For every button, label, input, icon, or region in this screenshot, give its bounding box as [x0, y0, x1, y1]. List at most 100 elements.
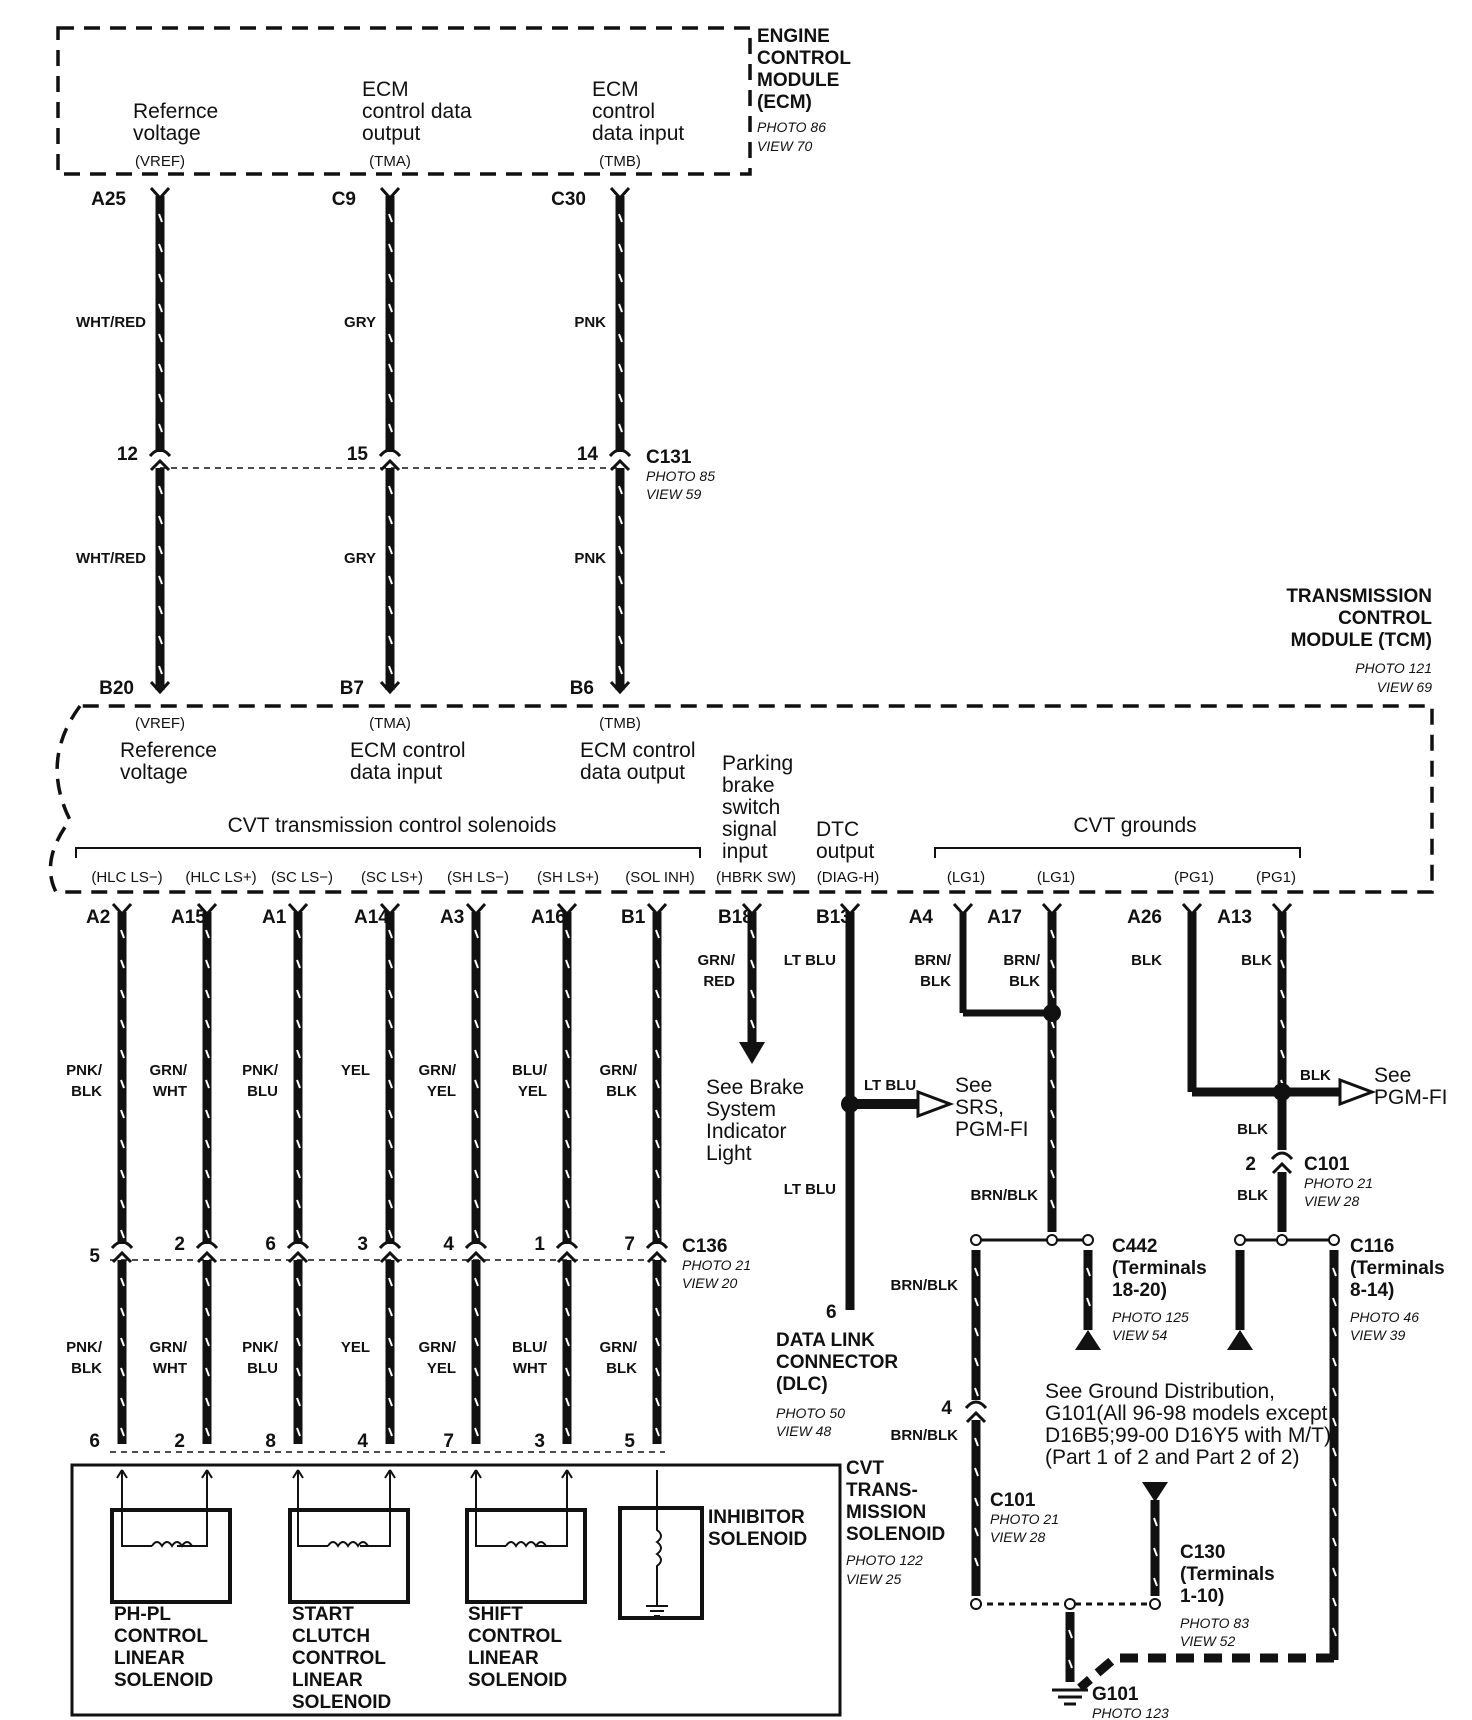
- wire-mark: [750, 959, 755, 969]
- wire-color: BLK: [1241, 952, 1272, 969]
- tcm-terminal-desc: data input: [350, 761, 442, 784]
- c131-pin: 15: [347, 444, 369, 465]
- wire-mark: [296, 1367, 301, 1377]
- wire-mark: [205, 1109, 210, 1119]
- arrow-left: [916, 1089, 955, 1119]
- wire-mark: [618, 485, 623, 495]
- wire-mark: [565, 1367, 570, 1377]
- wire-mark: [474, 1229, 479, 1239]
- wire-mark: [158, 605, 163, 615]
- tcm-terminal-code: (VREF): [135, 715, 185, 732]
- c101-photo: PHOTO 21: [1304, 1175, 1373, 1191]
- wire-mark: [158, 485, 163, 495]
- wire-mark: [158, 213, 163, 223]
- coil-symbol: [151, 1541, 193, 1548]
- wire-mark: [296, 1397, 301, 1407]
- wire-mark: [474, 1139, 479, 1149]
- wire-mark: [1332, 1417, 1337, 1427]
- tcm-pin: A14: [354, 907, 389, 928]
- arrow-left: [1338, 1077, 1377, 1107]
- wire-mark: [388, 1277, 393, 1287]
- wire-mark: [296, 929, 301, 939]
- ecm-photo: PHOTO 86: [757, 119, 826, 135]
- wire-mark: [1153, 1517, 1158, 1527]
- wire-mark: [565, 1427, 570, 1437]
- wire-mark: [296, 1049, 301, 1059]
- wire-mark: [296, 1277, 301, 1287]
- wire-mark: [205, 1199, 210, 1209]
- wire-mark: [1280, 929, 1285, 939]
- wire-mark: [655, 1169, 660, 1179]
- c101-label: C101: [990, 1490, 1036, 1511]
- wire-color-top: BLK: [606, 1083, 637, 1100]
- wire-mark: [1280, 989, 1285, 999]
- ecm-view: VIEW 70: [757, 138, 812, 154]
- see-srs-label: See: [955, 1074, 992, 1097]
- wire-mark: [618, 515, 623, 525]
- wire-mark: [1050, 959, 1055, 969]
- wire-color-top: BLU/: [512, 1062, 548, 1079]
- wire-mark: [1280, 1049, 1285, 1059]
- tcm-pin: A2: [86, 907, 110, 928]
- c116-ring: [1234, 1234, 1246, 1246]
- wire-mark: [388, 303, 393, 313]
- cvt-grounds-label: CVT grounds: [1073, 814, 1196, 837]
- wire-mark: [120, 959, 125, 969]
- wire-mark: [655, 1397, 660, 1407]
- tcm-bottom-code: (LG1): [947, 869, 985, 886]
- wire-mark: [565, 1337, 570, 1347]
- c131-view: VIEW 59: [646, 486, 701, 502]
- dlc-pin: 6: [826, 1302, 837, 1323]
- tcm-bottom-code: (HLC LS−): [91, 869, 162, 886]
- ecm-terminal-code: (TMB): [599, 153, 641, 170]
- wire-mark: [565, 1139, 570, 1149]
- wire-mark: [655, 1277, 660, 1287]
- wire-mark: [388, 1229, 393, 1239]
- wire-mark: [655, 1199, 660, 1209]
- wire-mark: [655, 1307, 660, 1317]
- tcm-bottom-code: (SOL INH): [625, 869, 694, 886]
- c136-pin: 3: [357, 1234, 368, 1255]
- grounds-group-bracket: [934, 847, 1301, 858]
- wire-color-top: GRN/: [600, 1062, 638, 1079]
- see-ground-label: See Ground Distribution,: [1045, 1380, 1275, 1403]
- wire-mark: [388, 393, 393, 403]
- wire-mark: [296, 989, 301, 999]
- wire-mark: [158, 635, 163, 645]
- wire-mark: [158, 515, 163, 525]
- tcm-pin: A15: [171, 907, 206, 928]
- c116-label: (Terminals: [1350, 1258, 1445, 1279]
- wire-mark: [120, 1109, 125, 1119]
- wire-mark: [655, 1229, 660, 1239]
- c136-connector: [195, 1240, 219, 1250]
- wire-mark: [296, 1337, 301, 1347]
- wire-mark: [1153, 1577, 1158, 1587]
- wire-mark: [158, 273, 163, 283]
- wire-mark: [750, 929, 755, 939]
- wire-mark: [1280, 959, 1285, 969]
- parking-brake-label: brake: [722, 774, 775, 797]
- wire-mark: [1332, 1387, 1337, 1397]
- wire-mark: [388, 1337, 393, 1347]
- wire-mark: [296, 1307, 301, 1317]
- wire-mark: [1050, 989, 1055, 999]
- diagram-static-lines: [48, 26, 1434, 1717]
- wire-color: BLK: [1131, 952, 1162, 969]
- wire-mark: [388, 1307, 393, 1317]
- solenoid-name: CLUTCH: [292, 1626, 370, 1647]
- wire-mark: [388, 1139, 393, 1149]
- tcm-pin: B7: [340, 678, 364, 699]
- wire-mark: [474, 1397, 479, 1407]
- wire-color-bottom: GRN/: [600, 1339, 638, 1356]
- wire-mark: [120, 1307, 125, 1317]
- tcm-pin: A4: [909, 907, 934, 928]
- wire-mark: [158, 575, 163, 585]
- solenoid-group-bracket: [75, 847, 701, 858]
- wire-mark: [618, 243, 623, 253]
- wire-mark: [120, 1139, 125, 1149]
- ecm-terminal-code: (TMA): [369, 153, 411, 170]
- c101-connector: [965, 1410, 987, 1424]
- solenoid-name: PH-PL: [114, 1604, 171, 1625]
- wire-mark: [388, 1079, 393, 1089]
- tcm-bottom-code: (HBRK SW): [716, 869, 796, 886]
